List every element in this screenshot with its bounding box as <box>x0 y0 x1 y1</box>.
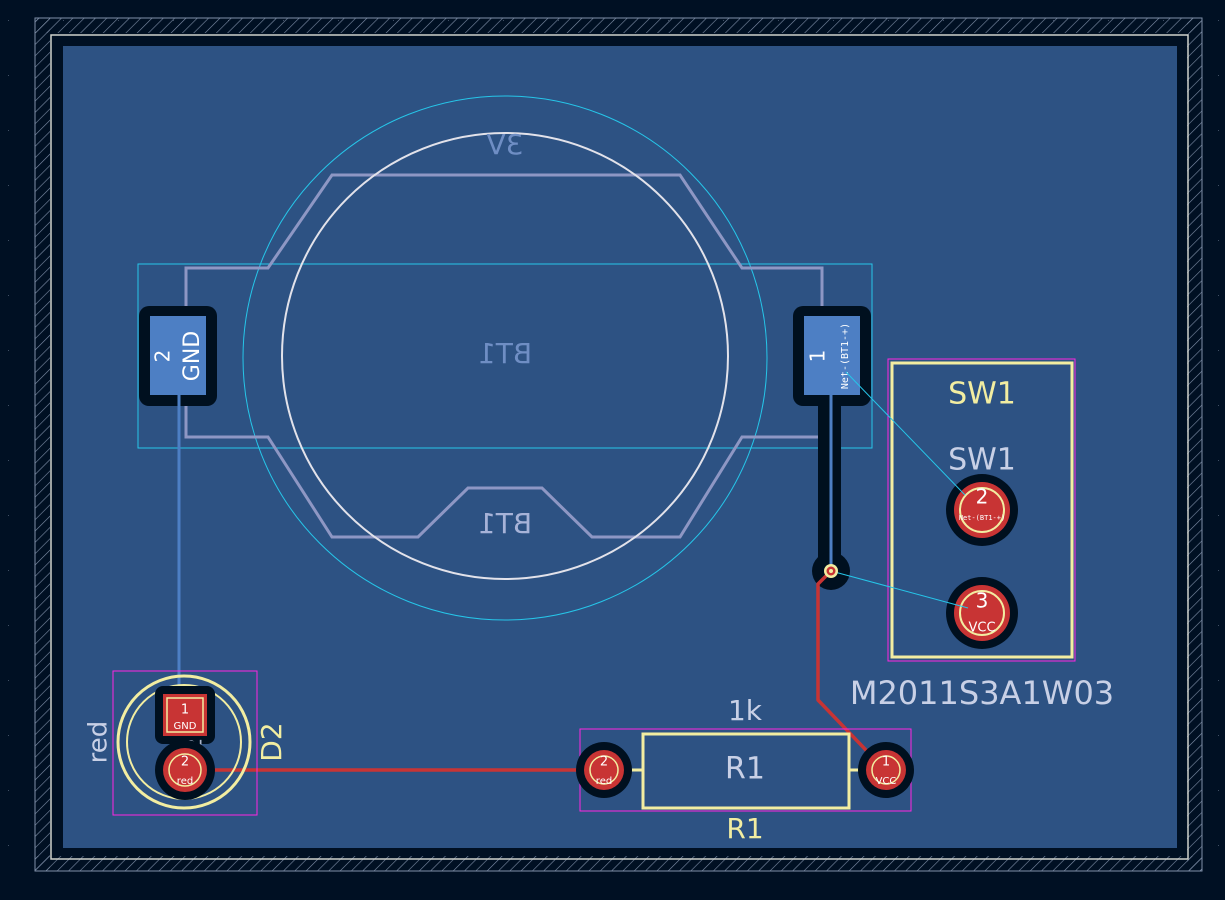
sw1-pad-2[interactable]: 2 Net-(BT1-+) <box>946 474 1018 546</box>
r1-value-text: 1k <box>728 694 763 727</box>
bt1-pad-2-number: 2 <box>151 350 175 363</box>
d2-silk-outer-circle <box>116 674 252 810</box>
d2-footprint[interactable]: red D2 1 GND D2 2 red <box>84 670 289 816</box>
sw1-value-text: M2011S3A1W03 <box>850 674 1114 712</box>
bt1-silk-reference: BT1 <box>478 507 532 540</box>
d2-silk-reference: D2 <box>255 722 288 761</box>
r1-pad-1-net: VCC <box>876 776 897 787</box>
d2-value-text: red <box>84 721 114 764</box>
sw1-pad-3-number: 3 <box>976 589 989 613</box>
via[interactable] <box>824 564 838 578</box>
r1-pad-2-net: red <box>596 776 612 787</box>
copper-ground-fill <box>63 46 1177 848</box>
sw1-pad-3-net: VCC <box>968 621 995 636</box>
r1-silk-reference: R1 <box>726 812 763 845</box>
sw1-pad-2-net: Net-(BT1-+) <box>959 514 1005 522</box>
sw1-pad-2-number: 2 <box>976 485 989 509</box>
bt1-pad-2-net: GND <box>180 331 205 381</box>
sw1-silk-reference: SW1 <box>948 377 1016 412</box>
d2-pad-2[interactable]: 2 red <box>155 740 215 800</box>
bt1-footprint[interactable]: 3V BT1 BT1 2 GND 1 Net-(BT1-+) <box>137 95 873 621</box>
bt1-pad-1[interactable]: 1 Net-(BT1-+) <box>793 306 871 406</box>
d2-pad-1[interactable]: 1 GND <box>155 686 215 744</box>
bt1-back-silk-circle <box>281 132 729 580</box>
r1-pad-1-number: 1 <box>882 755 890 770</box>
r1-footprint[interactable]: 1k R1 R1 2 red 1 VCC <box>576 694 914 845</box>
r1-pad-2-number: 2 <box>600 755 608 770</box>
r1-pad-1[interactable]: 1 VCC <box>858 742 914 798</box>
d2-pad-1-net: GND <box>174 721 197 732</box>
bt1-pad-1-net: Net-(BT1-+) <box>840 323 851 389</box>
sw1-pad-3[interactable]: 3 VCC <box>946 577 1018 649</box>
bt1-back-courtyard-circle <box>242 95 768 621</box>
bt1-back-courtyard-rect <box>137 263 873 449</box>
r1-pad-2[interactable]: 2 red <box>576 742 632 798</box>
board-edge-cuts <box>50 34 1189 860</box>
sw1-fab-reference: SW1 <box>948 443 1016 478</box>
sw1-footprint[interactable]: SW1 SW1 M2011S3A1W03 2 Net-(BT1-+) 3 VCC <box>850 358 1114 712</box>
d2-pad-2-net: red <box>177 776 193 787</box>
d2-pad-1-number: 1 <box>181 703 189 718</box>
bt1-value-text: 3V <box>487 128 524 161</box>
ratsnest-lines <box>830 371 969 609</box>
sw1-silk-outline <box>890 361 1074 659</box>
sw1-courtyard <box>887 358 1076 662</box>
bt1-pad-2[interactable]: 2 GND <box>139 306 217 406</box>
r1-fab-reference: R1 <box>725 752 765 787</box>
d2-pad-2-number: 2 <box>181 755 189 770</box>
bt1-fab-reference: BT1 <box>478 337 532 370</box>
bt1-pad-1-number: 1 <box>806 350 830 363</box>
d2-courtyard <box>112 670 258 816</box>
front-copper-trace-vcc[interactable] <box>816 569 888 773</box>
